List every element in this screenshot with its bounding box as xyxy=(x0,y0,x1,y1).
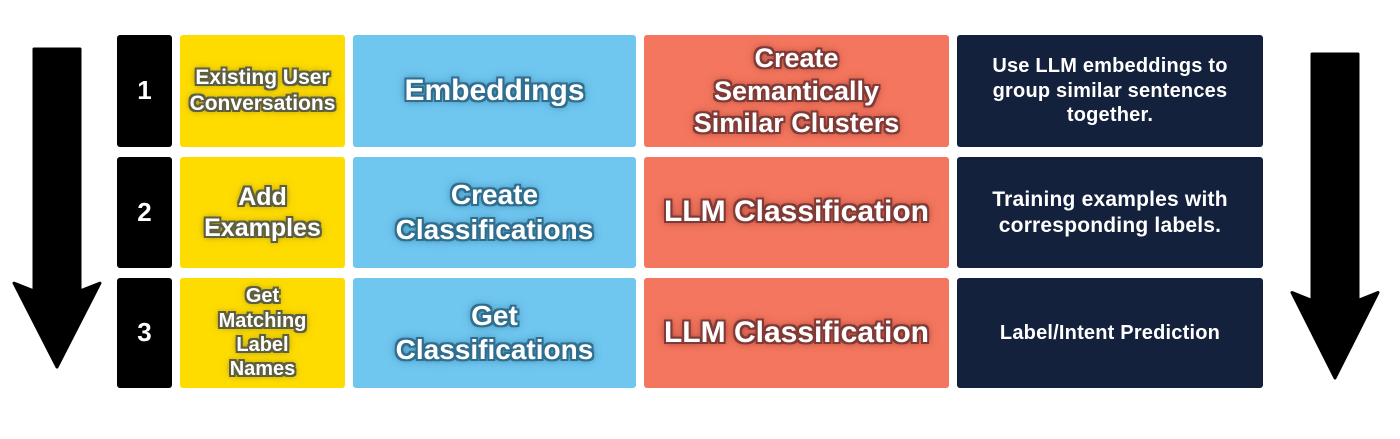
stage-cell-create-clusters: Create Semantically Similar Clusters xyxy=(644,35,949,147)
down-arrow-icon xyxy=(1290,52,1380,380)
stage-cell-get-classifications: Get Classifications xyxy=(353,278,636,388)
stage-cell-get-matching-label-names: Get Matching Label Names xyxy=(180,278,345,388)
stage-cell-add-examples: Add Examples xyxy=(180,157,345,268)
down-arrow-icon xyxy=(12,47,102,369)
process-grid: 1 Existing User Conversations Embeddings… xyxy=(117,35,1263,388)
step-number-1: 1 xyxy=(117,35,172,147)
description-cell-row2: Training examples with corresponding lab… xyxy=(957,157,1263,268)
description-cell-row3: Label/Intent Prediction xyxy=(957,278,1263,388)
stage-cell-existing-user-conversations: Existing User Conversations xyxy=(180,35,345,147)
step-number-2: 2 xyxy=(117,157,172,268)
stage-cell-llm-classification-row2: LLM Classification xyxy=(644,157,949,268)
stage-cell-llm-classification-row3: LLM Classification xyxy=(644,278,949,388)
stage-cell-create-classifications: Create Classifications xyxy=(353,157,636,268)
description-cell-row1: Use LLM embeddings to group similar sent… xyxy=(957,35,1263,147)
step-number-3: 3 xyxy=(117,278,172,388)
stage-cell-embeddings: Embeddings xyxy=(353,35,636,147)
